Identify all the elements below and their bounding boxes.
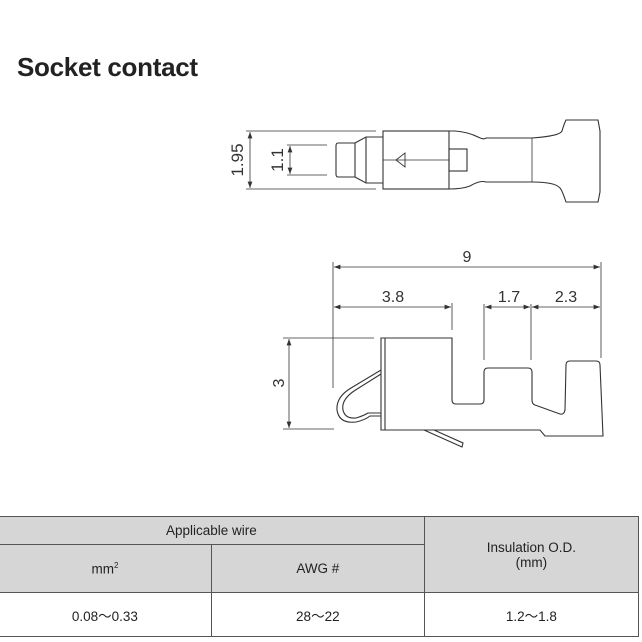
side-view: 9 3.8 1.7 2.3 3: [271, 249, 604, 448]
header-insulation: Insulation O.D. (mm): [423, 516, 640, 593]
header-mm-sup: 2: [113, 560, 119, 570]
page-title: Socket contact: [17, 52, 198, 82]
header-insulation-line1: Insulation O.D.: [486, 539, 577, 555]
cell-insulation: 1.2～1.8: [423, 592, 640, 637]
header-mm2: mm2: [0, 544, 212, 593]
cell-mm2: 0.08～0.33: [0, 592, 212, 637]
top-view: 1.95 1.1: [228, 119, 601, 203]
dim-height-label: 3: [271, 378, 288, 387]
dim-total-label: 9: [463, 249, 472, 266]
header-awg: AWG #: [210, 544, 425, 593]
header-mm-text: mm: [91, 561, 114, 577]
table-row: 0.08～0.33 28～22 1.2～1.8: [0, 592, 640, 637]
dim-front-label: 3.8: [382, 289, 404, 306]
header-insulation-line2: (mm): [515, 554, 548, 570]
applicable-wire-table: Applicable wire Insulation O.D. (mm) mm2…: [0, 516, 640, 637]
dim-outer-label: 1.95: [228, 143, 247, 176]
header-applicable-wire: Applicable wire: [0, 516, 425, 545]
dim-rear-label: 2.3: [555, 289, 577, 306]
dim-inner-label: 1.1: [268, 148, 287, 172]
cell-awg: 28～22: [210, 592, 425, 637]
dim-mid-label: 1.7: [498, 289, 520, 306]
